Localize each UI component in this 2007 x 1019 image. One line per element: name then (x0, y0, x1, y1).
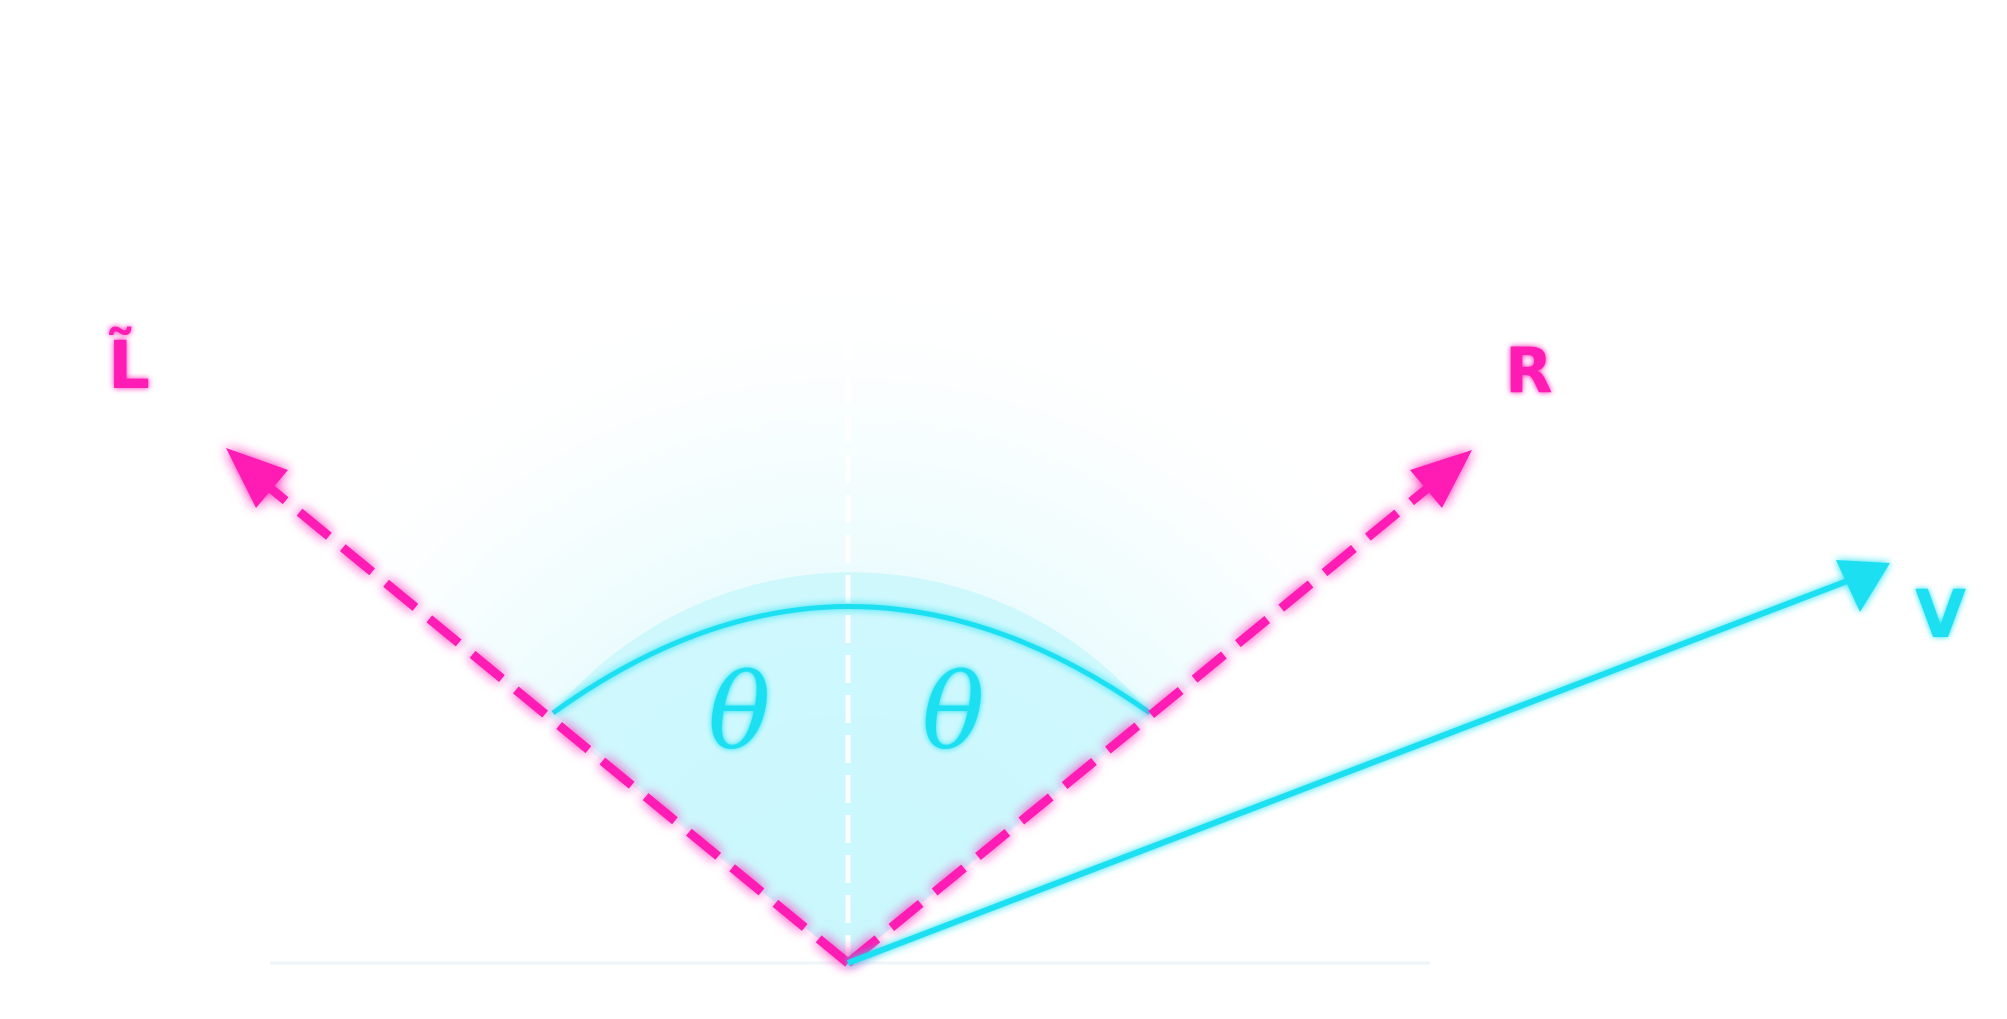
angle-sector-fill (553, 572, 1150, 963)
theta-right-label: θ (922, 651, 985, 773)
light-arrowhead-icon (226, 448, 288, 508)
view-arrowhead-icon (1836, 560, 1890, 612)
reflect-label: R (1505, 334, 1553, 407)
view-vector (846, 560, 1890, 966)
light-label: L̃ (108, 326, 150, 404)
reflect-arrowhead-icon (1410, 450, 1472, 508)
light-vector (226, 448, 851, 967)
theta-arc (551, 604, 1152, 716)
theta-left-label: θ (708, 651, 771, 773)
reflect-vector (845, 450, 1472, 967)
view-label: V (1915, 576, 1966, 653)
angle-sector-glow (230, 157, 1475, 963)
